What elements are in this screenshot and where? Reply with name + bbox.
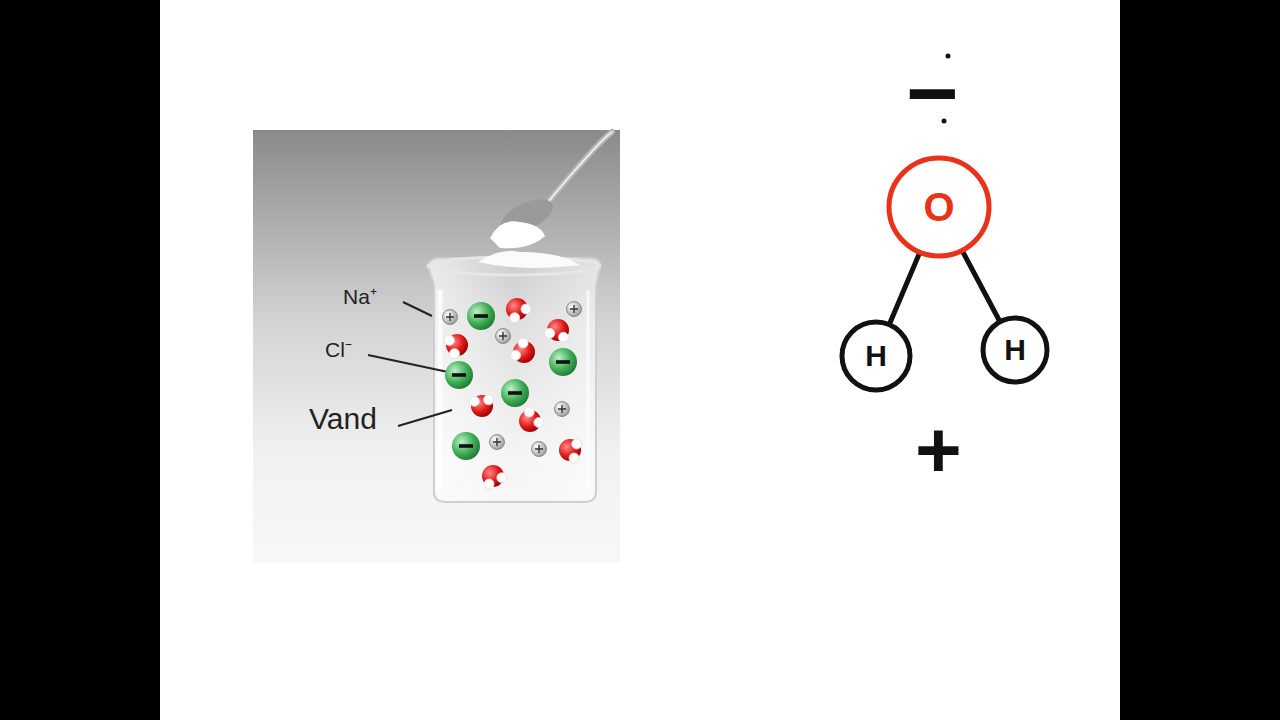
hydrogen-atom: H: [839, 319, 913, 393]
chloride-ion: [549, 348, 577, 376]
water-molecule: [545, 319, 569, 342]
chloride-ion: [467, 302, 495, 330]
atom-symbol: H: [865, 341, 887, 371]
water-label: Vand: [309, 404, 377, 434]
sodium-ion: [567, 302, 582, 317]
partial-charge: −: [906, 48, 959, 138]
partial-charge: +: [915, 410, 962, 490]
ion-label: Cl⁻: [325, 339, 352, 360]
water-molecule: [511, 338, 535, 363]
sodium-ion: [443, 310, 458, 325]
sodium-ion: [490, 435, 505, 450]
hydrogen-atom: H: [980, 315, 1050, 385]
covalent-bond: [963, 252, 999, 320]
atom-symbol: O: [923, 187, 954, 227]
sodium-ion: [532, 442, 547, 457]
water-molecule: [506, 298, 531, 323]
atom-symbol: H: [1004, 335, 1026, 365]
chloride-ion: [501, 379, 529, 407]
sodium-ion: [555, 402, 570, 417]
water-molecule: [444, 334, 468, 359]
water-molecule: [469, 395, 493, 417]
chloride-ion: [452, 432, 480, 460]
chloride-ion: [445, 361, 473, 389]
water-molecule: [559, 439, 582, 463]
oxygen-atom: O: [886, 155, 992, 259]
water-molecule: [482, 465, 507, 489]
covalent-bond: [890, 254, 919, 323]
sodium-ion: [496, 329, 511, 344]
ion-label: Na⁺: [343, 286, 377, 307]
water-molecule: [519, 407, 544, 432]
